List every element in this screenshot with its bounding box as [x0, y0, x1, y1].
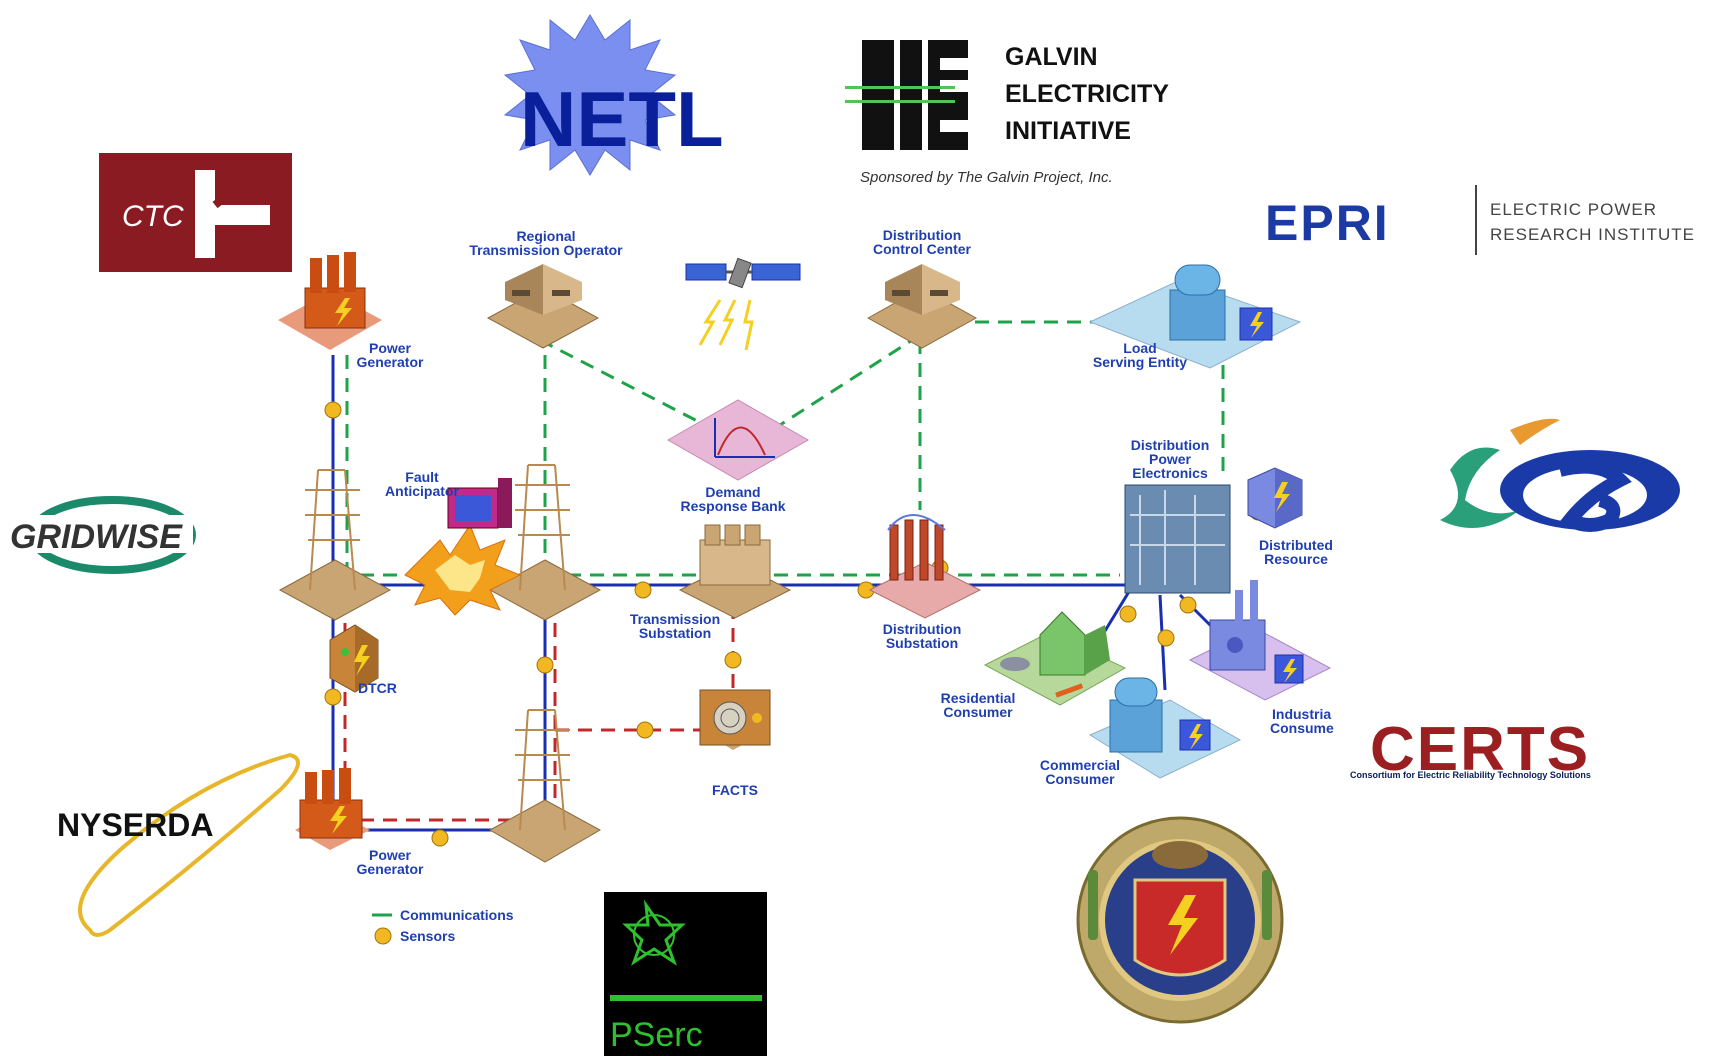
load-serving-entity[interactable]: Load Serving Entity [1088, 264, 1302, 370]
comm-line [539, 338, 706, 427]
dpe-label-2: Power [1149, 451, 1192, 467]
transmission-substation-label-2: Substation [639, 625, 711, 641]
ctc-text: CTC [122, 200, 184, 233]
legend: Communications Sensors [372, 907, 514, 945]
power-generator-bottom[interactable]: Power Generator [295, 768, 424, 877]
nyserda-text: NYSERDA [57, 807, 213, 843]
dtcr-label: DTCR [358, 680, 397, 696]
galvin-logo: GALVIN ELECTRICITY INITIATIVE Sponsored … [845, 40, 1169, 186]
satellite-icon [685, 257, 801, 351]
power-generator-top-label-2: Generator [357, 354, 424, 370]
demand-response-label-2: Response Bank [680, 498, 785, 514]
distribution-substation-label-2: Substation [886, 635, 958, 651]
epri-line1: ELECTRIC POWER [1490, 200, 1657, 219]
regional-transmission-label-2: Transmission Operator [469, 242, 623, 258]
distribution-power-electronics[interactable]: Distribution Power Electronics [1124, 437, 1231, 594]
industrial-consumer[interactable]: Industria Consume [1188, 580, 1334, 736]
regional-transmission-label-1: Regional [516, 228, 575, 244]
comm-line [779, 333, 921, 427]
sensor-dot [1157, 629, 1175, 647]
pserc-logo: PSerc [604, 892, 767, 1056]
distributed-resource-label-1: Distributed [1259, 537, 1333, 553]
commercial-consumer-label-2: Consumer [1045, 771, 1115, 787]
pserc-text: PSerc [610, 1016, 703, 1054]
commercial-consumer-label-1: Commercial [1040, 757, 1120, 773]
fault-anticipator[interactable]: Fault Anticipator [385, 469, 522, 616]
commercial-consumer[interactable]: Commercial Consumer [1040, 677, 1242, 787]
galvin-sponsor: Sponsored by The Galvin Project, Inc. [860, 169, 1113, 186]
certs-sub: Consortium for Electric Reliability Tech… [1350, 770, 1591, 780]
dpe-label-1: Distribution [1131, 437, 1210, 453]
sensor-dot [1179, 596, 1197, 614]
industrial-consumer-label-1: Industria [1272, 706, 1331, 722]
netl-text: NETL [520, 75, 724, 163]
power-generator-bottom-label-2: Generator [357, 861, 424, 877]
junction-bottom-right [488, 709, 602, 863]
sensor-dot [324, 401, 342, 419]
galvin-line1: GALVIN [1005, 43, 1098, 71]
certs-mark: CERTS [1370, 715, 1590, 784]
dtcr[interactable]: DTCR [329, 624, 397, 696]
power-generator-bottom-label-1: Power [369, 847, 412, 863]
epri-mark: EPRI [1265, 195, 1390, 251]
epri-logo: EPRI ELECTRIC POWER RESEARCH INSTITUTE [1265, 185, 1695, 255]
dpe-label-3: Electronics [1132, 465, 1208, 481]
legend-sensors: Sensors [400, 928, 455, 944]
distributed-resource-label-2: Resource [1264, 551, 1328, 567]
industrial-consumer-label-2: Consume [1270, 720, 1334, 736]
facts[interactable]: FACTS [699, 689, 771, 798]
sensor-dot [1119, 605, 1137, 623]
distribution-substation-label-1: Distribution [883, 621, 962, 637]
gridwise-text: GRIDWISE [10, 518, 183, 556]
distribution-control-center[interactable]: Distribution Control Center [866, 227, 978, 349]
sensor-dot [634, 581, 652, 599]
sensor-dot [636, 721, 654, 739]
ribbon-emblem-icon [1440, 418, 1680, 532]
distribution-substation[interactable]: Distribution Substation [868, 514, 982, 651]
state-seal-icon [1076, 816, 1284, 1024]
residential-consumer-label-1: Residential [941, 690, 1016, 706]
netl-logo: NETL [503, 14, 724, 176]
galvin-line2: ELECTRICITY [1005, 80, 1169, 108]
power-generator-top-label-1: Power [369, 340, 412, 356]
sensors [324, 401, 1267, 847]
residential-consumer[interactable]: Residential Consumer [941, 611, 1127, 720]
nyserda-logo: NYSERDA [57, 752, 300, 937]
epri-line2: RESEARCH INSTITUTE [1490, 225, 1695, 244]
gridwise-logo: GRIDWISE [8, 496, 196, 574]
ctc-logo: CTC [99, 153, 292, 272]
residential-consumer-label-2: Consumer [943, 704, 1013, 720]
distributed-resource[interactable]: Distributed Resource [1247, 467, 1333, 567]
fault-anticipator-label-2: Anticipator [385, 483, 459, 499]
demand-response-label-1: Demand [705, 484, 760, 500]
legend-communications: Communications [400, 907, 514, 923]
sensor-dot [324, 688, 342, 706]
transmission-substation-label-1: Transmission [630, 611, 720, 627]
certs-logo: CERTS Consortium for Electric Reliabilit… [1350, 715, 1591, 784]
distribution-control-label-1: Distribution [883, 227, 962, 243]
fault-anticipator-label-1: Fault [405, 469, 439, 485]
sensor-dot [536, 656, 554, 674]
galvin-line3: INITIATIVE [1005, 117, 1131, 145]
load-serving-label-2: Serving Entity [1093, 354, 1187, 370]
sensor-dot [431, 829, 449, 847]
sensor-dot [724, 651, 742, 669]
sensors-swatch [374, 927, 392, 945]
regional-transmission-operator[interactable]: Regional Transmission Operator [469, 228, 623, 349]
load-serving-label-1: Load [1123, 340, 1156, 356]
demand-response-bank[interactable]: Demand Response Bank [666, 399, 810, 514]
facts-label: FACTS [712, 782, 758, 798]
transmission-substation[interactable]: Transmission Substation [630, 524, 792, 641]
junction-top-left [278, 469, 392, 621]
power-generator-top[interactable]: Power Generator [278, 252, 424, 370]
distribution-control-label-2: Control Center [873, 241, 972, 257]
